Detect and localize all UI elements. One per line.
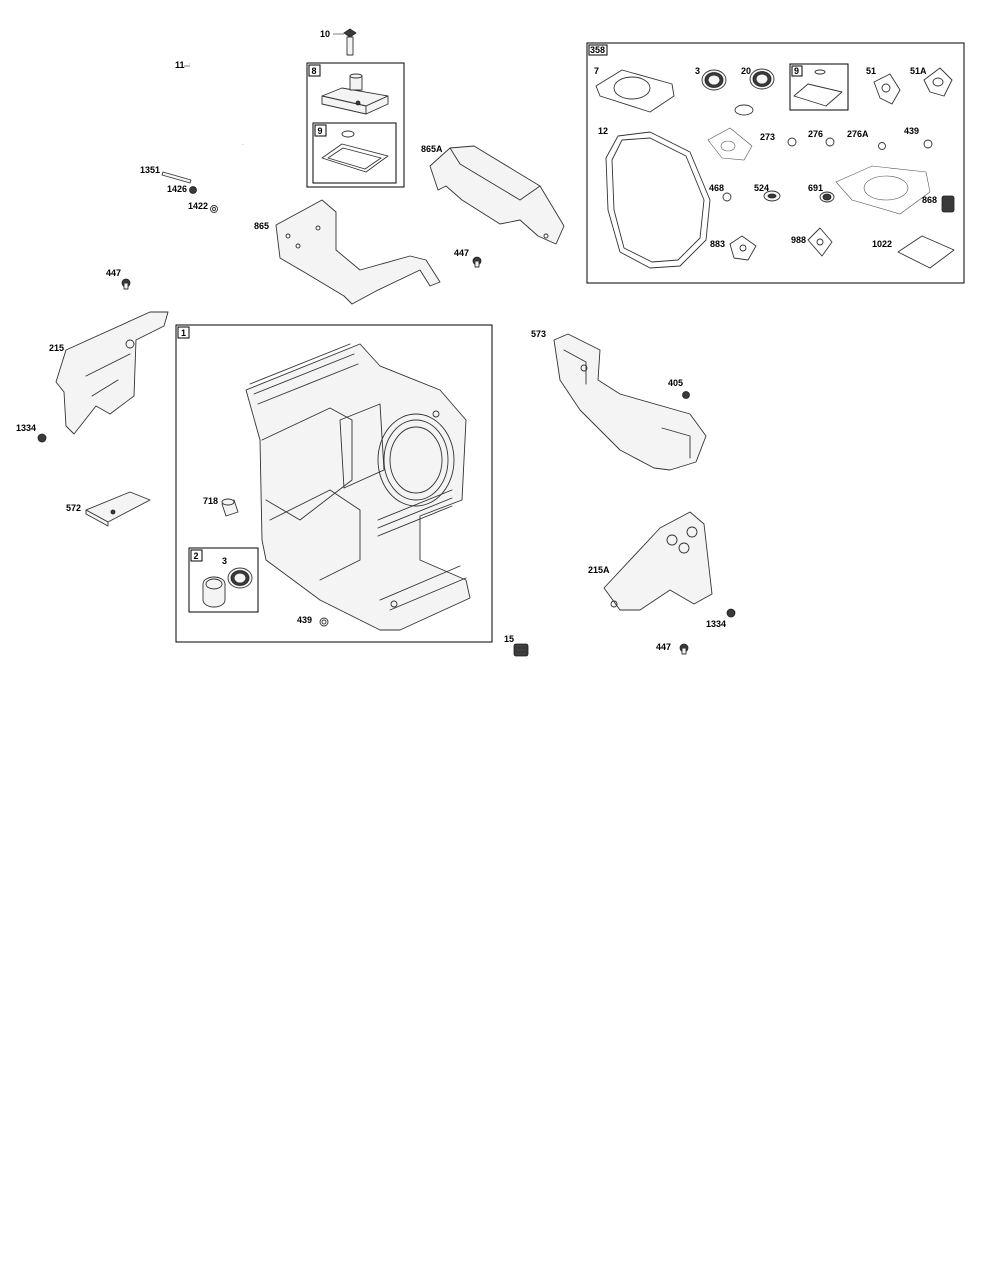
part-51-gasket xyxy=(873,73,901,105)
part-3-seal-kit1 xyxy=(227,567,253,589)
callout-8: 8 xyxy=(312,66,317,76)
part-20-seal xyxy=(749,68,775,90)
callout-865a: 865A xyxy=(421,144,443,154)
callout-883: 883 xyxy=(710,239,725,249)
part-439-washer-b xyxy=(923,139,933,149)
callout-1022: 1022 xyxy=(872,239,892,249)
callout-524: 524 xyxy=(754,183,769,193)
callout-988: 988 xyxy=(791,235,806,245)
callout-447-a: 447 xyxy=(454,248,469,258)
part-1334-screw-a xyxy=(37,433,47,443)
part-1426-nut xyxy=(189,186,197,194)
callout-573: 573 xyxy=(531,329,546,339)
callout-276a: 276A xyxy=(847,129,869,139)
part-215-bracket xyxy=(55,311,169,435)
part-868-seal xyxy=(941,195,955,213)
part-51a-gasket xyxy=(923,67,953,97)
part-2-bearing xyxy=(202,576,226,608)
part-9-gasket-kit358 xyxy=(793,69,843,107)
part-10-bolt xyxy=(333,28,357,56)
callout-11: 11 xyxy=(175,60,185,70)
kit-box-8: 8 9 xyxy=(306,62,405,188)
callout-691: 691 xyxy=(808,183,823,193)
callout-7: 7 xyxy=(594,66,599,76)
callout-468: 468 xyxy=(709,183,724,193)
part-11-hose xyxy=(184,60,247,145)
part-572-plate xyxy=(85,491,151,527)
callout-51a: 51A xyxy=(910,66,927,76)
part-273-ring xyxy=(787,137,797,147)
callout-1: 1 xyxy=(181,328,186,338)
callout-718: 718 xyxy=(203,496,218,506)
callout-868: 868 xyxy=(922,195,937,205)
part-head-gasket-light xyxy=(835,165,931,215)
part-439-washer-a xyxy=(319,617,329,627)
kit-box-1: 1 2 xyxy=(175,324,493,643)
callout-358: 358 xyxy=(590,45,605,55)
part-8-breather-cover xyxy=(321,73,389,115)
callout-447-c: 447 xyxy=(656,642,671,652)
part-276-ring xyxy=(825,137,835,147)
callout-439-a: 439 xyxy=(297,615,312,625)
callout-572: 572 xyxy=(66,503,81,513)
part-1422-washer xyxy=(210,205,218,213)
callout-1334-a: 1334 xyxy=(16,423,36,433)
callout-447-b: 447 xyxy=(106,268,121,278)
part-3-seal-kit358 xyxy=(701,69,727,91)
callout-3-kit1: 3 xyxy=(222,556,227,566)
part-1334-screw-b xyxy=(726,608,736,618)
callout-215a: 215A xyxy=(588,565,610,575)
callout-273: 273 xyxy=(760,132,775,142)
callout-2: 2 xyxy=(194,551,199,561)
part-276a-ring xyxy=(878,142,886,150)
callout-1351: 1351 xyxy=(140,165,160,175)
callout-865: 865 xyxy=(254,221,269,231)
callout-1334-b: 1334 xyxy=(706,619,726,629)
callout-276: 276 xyxy=(808,129,823,139)
part-1-cylinder-block xyxy=(245,343,471,631)
part-718-dowel xyxy=(221,498,239,517)
kit-box-358: 358 9 xyxy=(586,42,965,284)
callout-51: 51 xyxy=(866,66,876,76)
callout-9-kit8: 9 xyxy=(318,126,323,136)
callout-405: 405 xyxy=(668,378,683,388)
callout-15: 15 xyxy=(504,634,514,644)
part-7-head-gasket xyxy=(595,69,675,113)
callout-20: 20 xyxy=(741,66,751,76)
callout-215: 215 xyxy=(49,343,64,353)
callout-12: 12 xyxy=(598,126,608,136)
part-447-screw-a xyxy=(472,256,482,268)
part-447-screw-b xyxy=(121,278,131,290)
part-15-plug xyxy=(513,643,529,657)
part-865-shield xyxy=(275,199,441,305)
part-9-gasket xyxy=(321,130,389,173)
part-1022-gasket xyxy=(897,235,955,269)
part-524-cap xyxy=(763,190,781,202)
callout-10: 10 xyxy=(320,29,330,39)
part-883-gasket xyxy=(729,235,757,261)
part-215a-bracket xyxy=(603,511,713,611)
callout-439-b: 439 xyxy=(904,126,919,136)
part-ring-small xyxy=(734,104,754,116)
part-468-ring xyxy=(722,192,732,202)
callout-1426: 1426 xyxy=(167,184,187,194)
part-691-seal xyxy=(819,191,835,203)
callout-1422: 1422 xyxy=(188,201,208,211)
part-12-crankcase-gasket xyxy=(605,131,711,269)
part-gasket-light xyxy=(707,127,753,161)
part-405-screw xyxy=(682,391,690,399)
part-1351-pin xyxy=(161,171,192,184)
part-988-gasket xyxy=(807,227,833,257)
part-865a-shield xyxy=(429,145,565,245)
callout-9-kit358: 9 xyxy=(794,66,799,76)
part-447-screw-c xyxy=(679,643,689,655)
part-573-shroud xyxy=(553,333,707,471)
callout-3-kit358: 3 xyxy=(695,66,700,76)
